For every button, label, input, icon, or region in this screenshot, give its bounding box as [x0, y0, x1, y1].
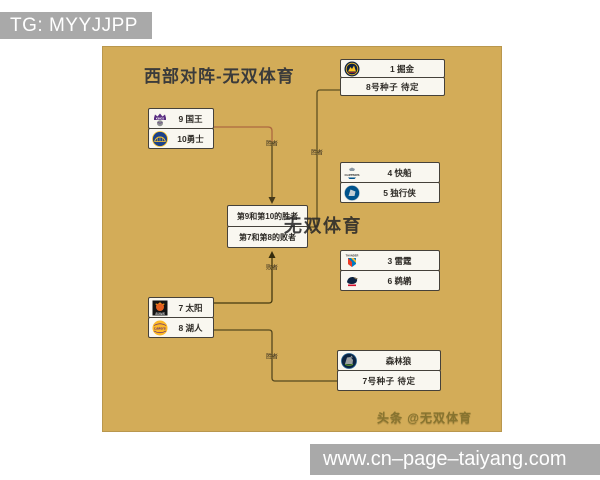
game-9-10-box: KINGS 9 国王 10勇士	[148, 108, 214, 149]
team-row-pelicans: 6 鹈鹕	[340, 270, 440, 291]
team-row-clippers: CLIPPERS 4 快船	[340, 162, 440, 183]
game-3-6-box: THUNDER 3 雷霆 6 鹈鹕	[340, 250, 440, 291]
arrow-up-icon	[268, 251, 276, 258]
telegram-handle-bar: TG: MYYJJPP	[0, 12, 152, 39]
arrow-down-icon	[268, 197, 276, 204]
result-row-7-8-loser: 第7和第8的败者	[227, 226, 308, 248]
team-label: 4 快船	[387, 167, 412, 178]
warriors-logo-icon	[152, 130, 168, 147]
connector-7-8-loser-line	[213, 256, 273, 304]
game-7-8-box: SUNS 7 太阳 Lakers 8 湖人	[148, 297, 214, 338]
team-label: 9 国王	[178, 113, 203, 124]
telegram-handle-text: TG: MYYJJPP	[10, 15, 138, 36]
team-row-kings: KINGS 9 国王	[148, 108, 214, 129]
poster-title: 西部对阵-无双体育	[144, 67, 295, 86]
clippers-logo-icon: CLIPPERS	[344, 165, 360, 181]
team-label: 3 雷霆	[387, 255, 412, 266]
connector-label-winner: 胜者	[265, 354, 279, 361]
team-label: 10勇士	[177, 133, 204, 144]
team-row-lakers: Lakers 8 湖人	[148, 317, 214, 338]
team-row-timberwolves: 森林狼	[337, 350, 441, 371]
seed8-slot-row: 8号种子 待定	[340, 77, 445, 96]
thunder-logo-icon: THUNDER	[344, 253, 360, 269]
lakers-logo-icon: Lakers	[152, 320, 168, 336]
seed7-box: 森林狼 7号种子 待定	[337, 350, 441, 391]
kings-logo-icon: KINGS	[152, 111, 168, 127]
team-label: 1 掘金	[389, 63, 415, 74]
team-row-mavericks: 5 独行侠	[340, 182, 440, 203]
pelicans-logo-icon	[344, 273, 360, 289]
svg-text:SUNS: SUNS	[155, 311, 165, 315]
timberwolves-logo-icon	[341, 352, 357, 369]
result-label: 第9和第10的胜者	[236, 211, 299, 221]
nuggets-logo-icon	[344, 61, 360, 77]
credit-text: 头条 @无双体育	[376, 411, 472, 425]
website-url-text: www.cn–page–taiyang.com	[323, 448, 567, 470]
connector-label-winner: 胜者	[310, 150, 324, 157]
play-in-result-box: 第9和第10的胜者 第7和第8的败者	[227, 205, 308, 248]
svg-text:CLIPPERS: CLIPPERS	[344, 173, 359, 177]
team-label: 7 太阳	[178, 302, 203, 313]
team-row-nuggets: 1 掘金	[340, 59, 445, 78]
svg-text:Lakers: Lakers	[154, 326, 166, 330]
team-label: 8 湖人	[178, 322, 203, 333]
team-label: 5 独行侠	[383, 187, 416, 198]
slot-label: 8号种子 待定	[365, 81, 420, 92]
svg-text:THUNDER: THUNDER	[346, 253, 359, 257]
bracket-connector-lines	[213, 89, 341, 382]
connector-label-winner: 胜者	[265, 141, 279, 148]
team-row-suns: SUNS 7 太阳	[148, 297, 214, 318]
seed8-box: 1 掘金 8号种子 待定	[340, 59, 445, 96]
game-4-5-box: CLIPPERS 4 快船 5 独行侠	[340, 162, 440, 203]
team-label: 森林狼	[385, 355, 412, 366]
result-label: 第7和第8的败者	[239, 232, 296, 242]
team-row-warriors: 10勇士	[148, 128, 214, 149]
connector-9-10-winner-line	[213, 126, 273, 143]
connector-7-8-winner-line	[213, 329, 338, 382]
watermark-text: 无双体育	[284, 216, 362, 236]
team-label: 6 鹈鹕	[387, 275, 412, 286]
suns-logo-icon: SUNS	[152, 300, 168, 316]
seed7-slot-row: 7号种子 待定	[337, 370, 441, 391]
slot-label: 7号种子 待定	[362, 375, 416, 386]
bracket-poster: 西部对阵-无双体育 1 掘金 8号种子 待定	[102, 46, 502, 432]
team-row-thunder: THUNDER 3 雷霆	[340, 250, 440, 271]
connector-label-loser: 败者	[265, 265, 279, 272]
svg-text:KINGS: KINGS	[156, 116, 164, 120]
website-url-bar: www.cn–page–taiyang.com	[310, 444, 600, 475]
connector-center-winner-line	[307, 89, 341, 228]
mavericks-logo-icon	[344, 184, 360, 201]
